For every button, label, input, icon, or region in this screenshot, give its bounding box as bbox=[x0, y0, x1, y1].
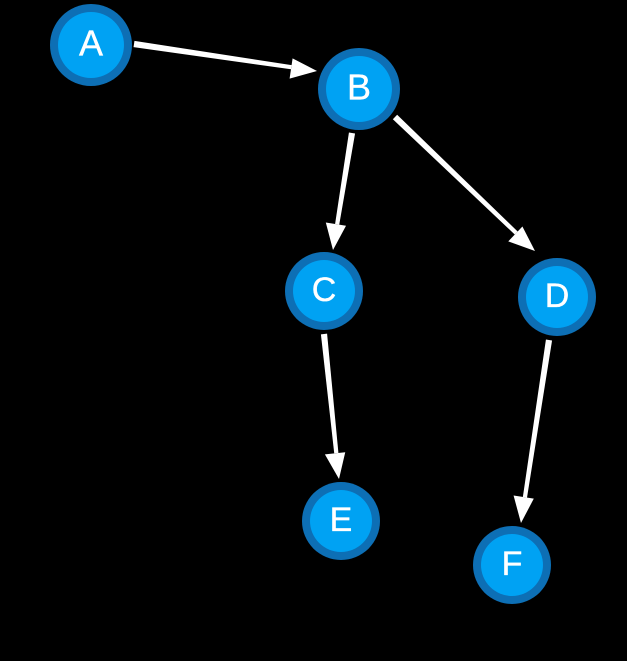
graph-node-d[interactable]: D bbox=[518, 258, 596, 336]
node-core bbox=[58, 12, 124, 78]
graph-node-a[interactable]: A bbox=[50, 4, 132, 86]
graph-node-f[interactable]: F bbox=[473, 526, 551, 604]
edge-shaft bbox=[335, 132, 356, 225]
node-core bbox=[310, 490, 372, 552]
edge-arrowhead bbox=[324, 452, 346, 479]
graph-node-c[interactable]: C bbox=[285, 252, 363, 330]
graph-edge bbox=[325, 132, 356, 250]
edge-arrowhead bbox=[513, 495, 534, 523]
graph-edge bbox=[513, 339, 553, 523]
node-label: D bbox=[545, 277, 570, 315]
node-core bbox=[326, 56, 392, 122]
node-label: E bbox=[330, 501, 353, 539]
graph-edge bbox=[392, 114, 535, 251]
edge-shaft bbox=[133, 40, 292, 70]
graph-edge bbox=[320, 333, 346, 479]
node-core bbox=[293, 260, 355, 322]
graph-node-b[interactable]: B bbox=[318, 48, 400, 130]
node-core bbox=[481, 534, 543, 596]
edge-shaft bbox=[320, 333, 339, 454]
edge-arrowhead bbox=[289, 58, 317, 79]
nodes-layer: A B C D E F bbox=[50, 4, 596, 604]
edge-shaft bbox=[522, 339, 553, 498]
edge-shaft bbox=[392, 114, 518, 235]
node-core bbox=[526, 266, 588, 328]
edge-arrowhead bbox=[508, 226, 535, 251]
node-label: C bbox=[312, 271, 337, 309]
edges-layer bbox=[133, 40, 553, 523]
graph-edge bbox=[133, 40, 317, 79]
graph-node-e[interactable]: E bbox=[302, 482, 380, 560]
node-label: A bbox=[79, 23, 103, 64]
edge-arrowhead bbox=[325, 222, 347, 250]
node-label: B bbox=[347, 67, 371, 108]
node-label: F bbox=[502, 545, 523, 583]
